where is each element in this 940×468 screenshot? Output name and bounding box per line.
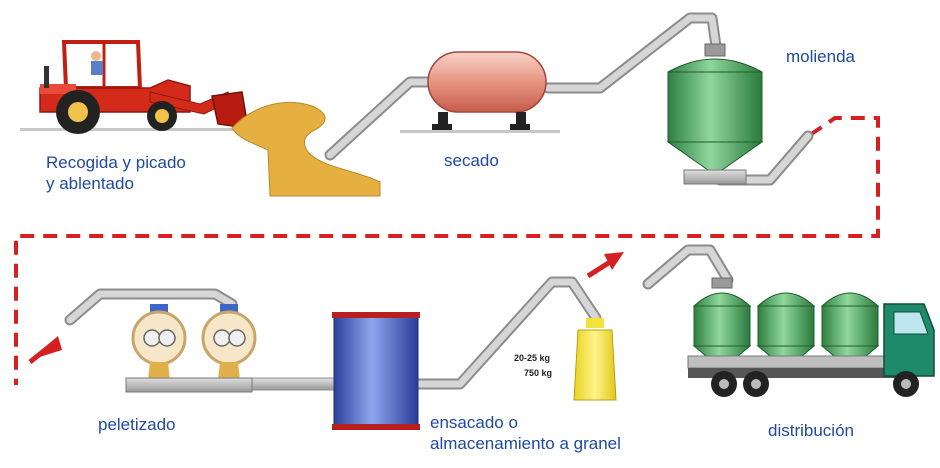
truck-silo-1 [692,277,752,357]
label-peletizado: peletizado [98,415,176,434]
label-recogida-line1: Recogida y picado [46,153,186,172]
hay-pile [231,102,381,197]
tractor [20,40,250,134]
pellet-conveyor [125,377,253,393]
mill-silo [666,43,764,185]
bag-weight-small: 20-25 kg [514,353,551,363]
flow-arrow-distribucion [604,252,624,270]
flow-line-upper [14,116,880,385]
flow-arrow-shaft-right [586,259,612,279]
bag-weight-large: 750 kg [524,368,553,378]
pellet-mill-right [201,304,257,380]
dryer [400,51,560,133]
truck-silo-2 [756,292,816,357]
label-recogida-line2: y ablentado [46,174,134,193]
pellet-mill-left [131,304,187,380]
label-ensacado-line2: almacenamiento a granel [430,434,621,453]
label-secado: secado [444,151,499,170]
bag [573,318,617,401]
storage-tank [332,312,420,430]
flow-arrow-shaft-left [28,340,57,364]
label-ensacado-line1: ensacado o [430,413,518,432]
pipe-to-tank [249,377,336,391]
label-molienda: molienda [786,47,855,66]
truck [687,277,935,397]
truck-silo-3 [820,292,880,357]
label-distribucion: distribución [768,421,854,440]
